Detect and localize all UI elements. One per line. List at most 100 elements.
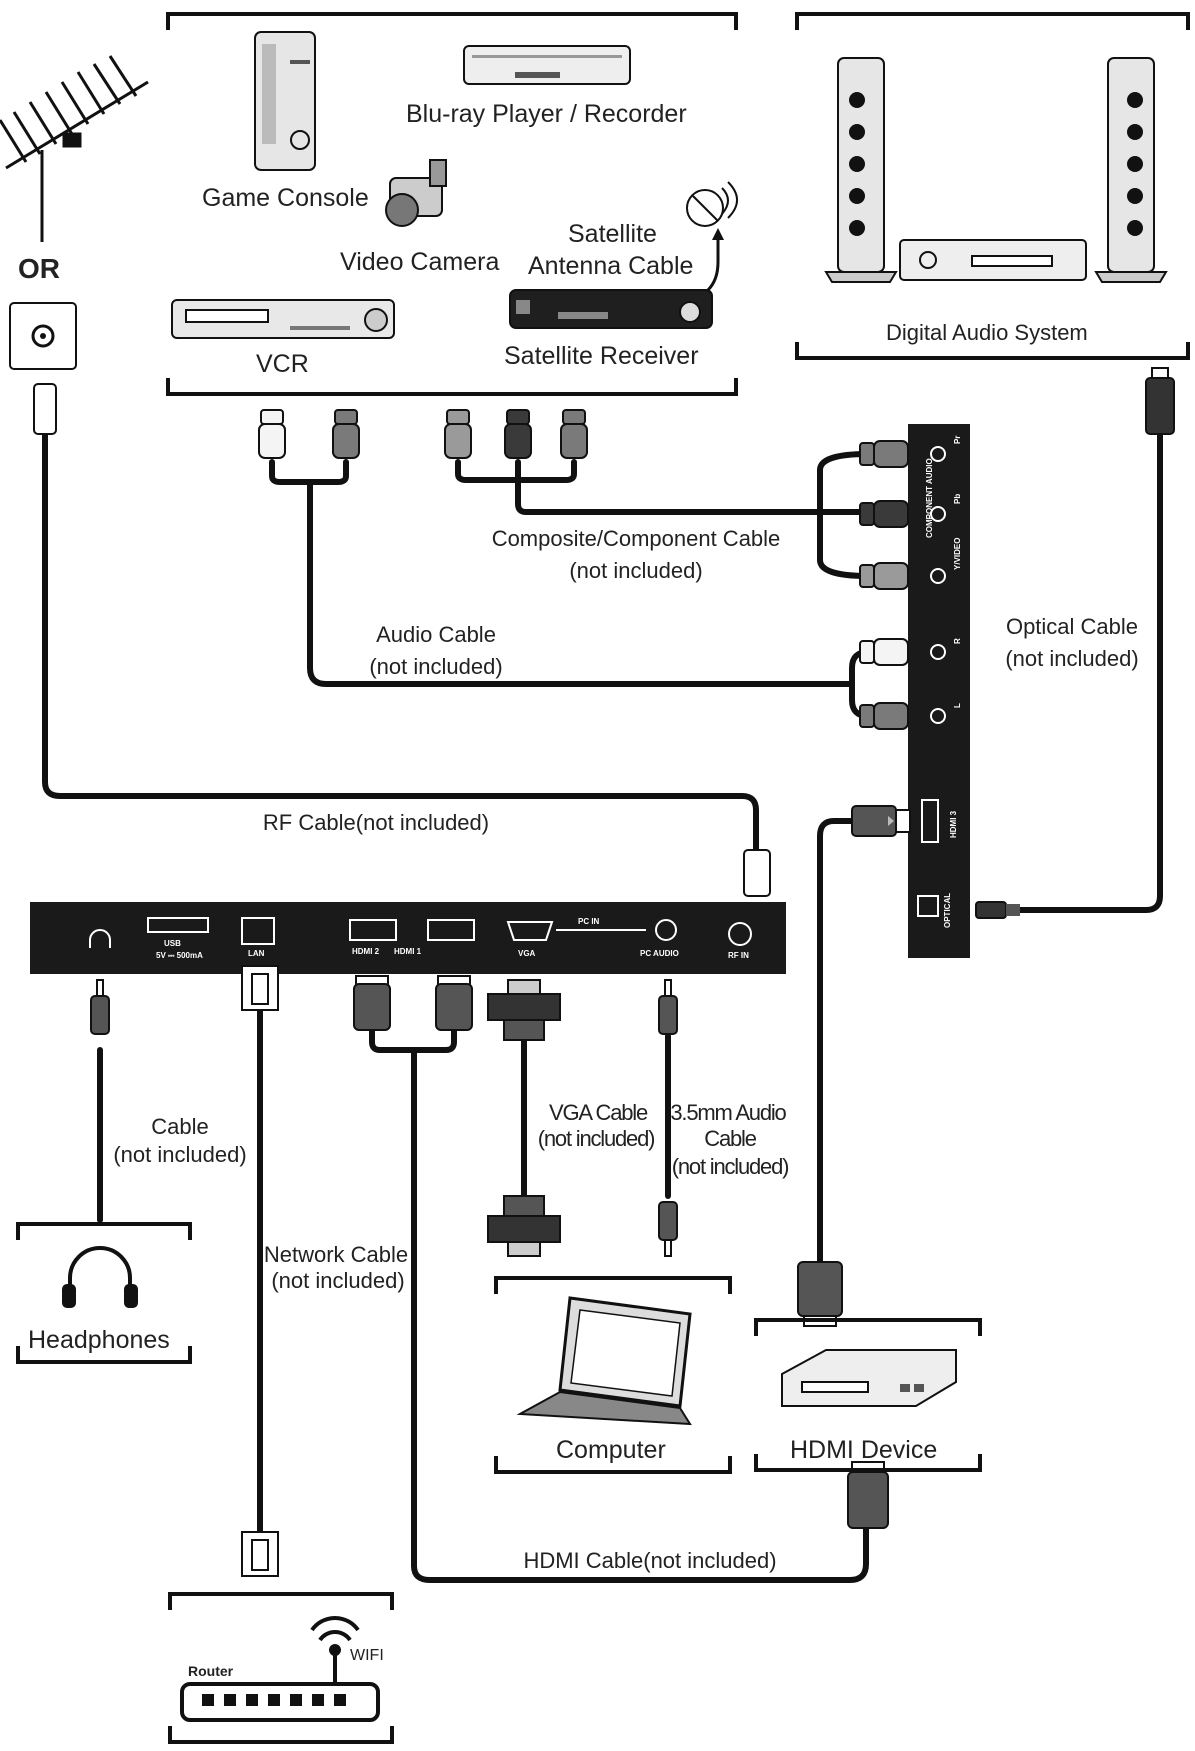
audio35-cable-label-1: 3.5mm Audio [670, 1100, 786, 1125]
wall-jack-icon [9, 302, 77, 370]
rear-label-lan: LAN [248, 949, 265, 958]
hdmi-cable-split [369, 1025, 457, 1053]
hdmi-device-icon [781, 1349, 957, 1407]
headphones-bracket-top [16, 1222, 192, 1240]
network-cable-label-1: Network Cable [264, 1242, 408, 1267]
audio-bracket-top [795, 12, 1190, 30]
hdmi-device-plug-bottom [847, 1461, 889, 1529]
network-cable-label-2: (not included) [271, 1268, 404, 1293]
rear-label-pcaudio: PC AUDIO [640, 949, 679, 958]
computer-label: Computer [556, 1436, 666, 1464]
audio-bracket-bottom [795, 342, 1190, 360]
game-console-label: Game Console [202, 184, 369, 212]
rear-label-vga: VGA [518, 949, 536, 958]
rf-cable [42, 431, 759, 853]
side-label-optical: OPTICAL [943, 893, 952, 928]
side-panel-ports [917, 446, 946, 917]
vga-cable-label-1: VGA Cable [549, 1100, 648, 1125]
antenna-icon [0, 55, 149, 242]
vga-cable-label-2: (not included) [538, 1126, 655, 1151]
rear-panel-ports [89, 917, 752, 948]
audio35-cable-label-3: (not included) [672, 1154, 789, 1179]
optical-plug-side [975, 901, 1020, 919]
audio-cable-vcr-split [269, 459, 349, 485]
headphone-jack-plug [90, 979, 110, 1035]
router-bracket-top [168, 1592, 394, 1610]
hdmi-cable [411, 1047, 869, 1583]
optical-cable-label-1: Optical Cable [1006, 614, 1138, 639]
optical-plug-top [1145, 367, 1175, 435]
hdmi-device-plug-top [797, 1261, 843, 1327]
optical-cable-label-2: (not included) [1005, 646, 1138, 671]
audio-system-label: Digital Audio System [886, 320, 1088, 345]
game-console-icon [254, 31, 316, 171]
satellite-label-1: Satellite [568, 220, 657, 248]
router-icon [180, 1682, 380, 1722]
bluray-label: Blu-ray Player / Recorder [406, 100, 687, 128]
audio-cable-label-1: Audio Cable [376, 622, 496, 647]
side-panel-plugs [859, 440, 909, 730]
satellite-receiver-label: Satellite Receiver [504, 342, 699, 370]
rear-label-rfin: RF IN [728, 951, 749, 960]
hdmi-device-bracket-top [754, 1318, 982, 1336]
composite-plug-1 [444, 409, 472, 459]
satellite-receiver-icon [509, 289, 713, 329]
side-label-component-audio: COMPONENT AUDIO [925, 458, 934, 538]
computer-bracket-top [494, 1276, 732, 1294]
computer-bracket-bottom [494, 1456, 732, 1474]
headphones-label: Headphones [28, 1326, 170, 1354]
side-label-hdmi3: HDMI 3 [949, 810, 958, 838]
hdmi3-plug [851, 805, 911, 837]
vga-plug-bottom [487, 1195, 561, 1257]
rear-label-usb: USB [164, 939, 181, 948]
rf-plug-wall [33, 383, 57, 435]
rf-cable-label: RF Cable(not included) [263, 810, 489, 835]
side-label-yvideo: Y/VIDEO [953, 538, 962, 570]
router-bracket-bottom [168, 1726, 394, 1744]
rear-panel-labels: USB 5V ⎓ 500mA LAN HDMI 2 HDMI 1 VGA PC … [156, 917, 749, 960]
composite-plug-2 [504, 409, 532, 459]
satellite-label-2: Antenna Cable [528, 252, 693, 280]
router-label: Router [188, 1663, 234, 1679]
side-label-pr: Pr [953, 436, 962, 444]
side-label-l: L [953, 703, 962, 708]
optical-cable [1007, 431, 1163, 913]
wifi-label: WIFI [350, 1647, 384, 1664]
audio35-cable-label-2: Cable [704, 1126, 756, 1151]
side-label-pb: Pb [953, 494, 962, 504]
left-speaker-icon [824, 57, 898, 283]
vga-plug-top [487, 979, 561, 1041]
audio-cable [307, 479, 855, 687]
right-speaker-icon [1094, 57, 1168, 283]
vcr-icon [171, 299, 395, 339]
audio-cable-label-2: (not included) [369, 654, 502, 679]
side-panel [908, 424, 970, 958]
vcr-audio-plug-white [258, 409, 286, 459]
composite-cable-label-2: (not included) [569, 558, 702, 583]
rear-label-hdmi2: HDMI 2 [352, 947, 380, 956]
hdmi-cable-label: HDMI Cable(not included) [523, 1548, 776, 1573]
sources-bracket-bottom [166, 378, 738, 396]
headphone-cable-label-1: Cable [151, 1114, 208, 1139]
composite-cable [515, 459, 871, 515]
sources-bracket-top [166, 12, 738, 30]
vcr-audio-plug-gray [332, 409, 360, 459]
composite-cable-panel-split [817, 451, 871, 579]
laptop-icon [516, 1296, 692, 1426]
lan-plug-bottom [241, 1531, 279, 1577]
bluray-player-icon [463, 45, 631, 85]
rear-label-hdmi1: HDMI 1 [394, 947, 422, 956]
audio-receiver-icon [899, 239, 1087, 281]
headphones-icon [62, 1246, 138, 1308]
side-panel-labels: COMPONENT AUDIO Pr Pb Y/VIDEO R L HDMI 3… [925, 436, 962, 928]
video-camera-label: Video Camera [340, 248, 499, 276]
composite-cable-label-1: Composite/Component Cable [492, 526, 781, 551]
pc-audio-plug-bottom [658, 1201, 678, 1257]
vcr-label: VCR [256, 350, 309, 378]
hdmi2-plug [353, 975, 391, 1031]
hdmi-device-bracket-bottom [754, 1454, 982, 1472]
or-label: OR [18, 253, 60, 284]
hdmi-device-label: HDMI Device [790, 1436, 937, 1464]
satellite-dish-icon [686, 181, 738, 227]
